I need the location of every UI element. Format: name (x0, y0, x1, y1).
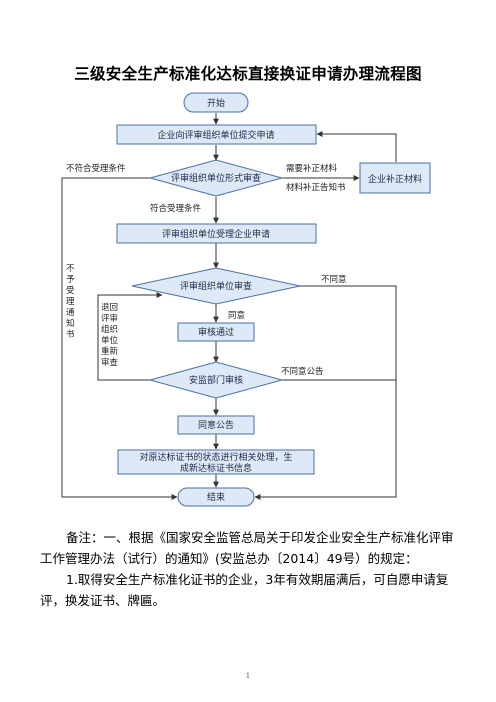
node-submit-label: 企业向评审组织单位提交申请 (157, 129, 274, 141)
flowchart: 开始 企业向评审组织单位提交申请 评审组织单位形式审查 企业补正材料 评审组织单… (61, 92, 431, 507)
label-not-meet: 不符合受理条件 (66, 163, 126, 174)
node-submit: 企业向评审组织单位提交申请 (116, 124, 317, 145)
flow-edges (61, 113, 397, 500)
node-announce: 同意公告 (177, 415, 255, 435)
label-return-line: 评审 (101, 313, 118, 324)
node-safety-review: 安监部门审核 (148, 361, 284, 399)
notes-section: 备注：一、根据《国家安全监管总局关于印发企业安全生产标准化评审工作管理办法（试行… (40, 527, 460, 611)
node-start: 开始 (183, 92, 249, 113)
label-return-line: 退回 (101, 302, 118, 313)
label-return-line: 重新 (101, 346, 119, 357)
node-passed: 审核通过 (177, 322, 255, 342)
label-not-accept-char: 受 (66, 285, 75, 296)
label-need-supplement: 需要补正材料 (286, 163, 338, 174)
node-passed-label: 审核通过 (198, 326, 234, 338)
edge-notmeet-end (61, 177, 178, 500)
label-return-line: 单位 (101, 335, 119, 346)
node-end-label: 结束 (207, 491, 225, 503)
node-form-review-label: 评审组织单位形式审查 (171, 172, 261, 184)
label-disagree: 不同意 (321, 274, 347, 285)
label-return-line: 组织 (101, 324, 118, 335)
node-supplement: 企业补正材料 (359, 162, 431, 194)
label-not-accept-char: 通 (66, 307, 75, 318)
node-org-review-label: 评审组织单位审查 (180, 280, 252, 292)
note-line-1: 备注：一、根据《国家安全监管总局关于印发企业安全生产标准化评审工作管理办法（试行… (40, 530, 454, 566)
label-not-accept-char: 书 (66, 329, 75, 340)
node-accept-label: 评审组织单位受理企业申请 (162, 228, 270, 240)
page-number: 1 (245, 672, 251, 680)
node-process-label-2: 成新达标证书信息 (180, 462, 252, 474)
label-return-line: 审查 (101, 357, 119, 368)
label-supplement-notice: 材料补正告知书 (286, 182, 346, 193)
label-return-back: 退回 评审 组织 单位 重新 审查 (101, 302, 119, 368)
label-not-accept-notice: 不 予 受 理 通 知 书 (66, 264, 75, 340)
label-meet: 符合受理条件 (150, 203, 202, 214)
label-agree: 同意 (228, 310, 245, 321)
label-not-accept-char: 知 (66, 318, 75, 329)
node-supplement-label: 企业补正材料 (368, 173, 422, 185)
node-form-review: 评审组织单位形式审查 (148, 159, 284, 197)
label-not-accept-char: 予 (66, 275, 75, 285)
edge-orgreview-disagree-end (254, 285, 397, 500)
label-disagree-announce: 不同意公告 (281, 366, 324, 377)
node-start-label: 开始 (207, 97, 225, 109)
page-title: 三级安全生产标准化达标直接换证申请办理流程图 (74, 65, 422, 83)
node-announce-label: 同意公告 (198, 419, 234, 431)
edge-labels: 不符合受理条件 需要补正材料 材料补正告知书 符合受理条件 不 予 受 理 通 … (66, 163, 347, 377)
node-safety-review-label: 安监部门审核 (189, 374, 243, 386)
note-line-2: 1.取得安全生产标准化证书的企业，3年有效期届满后，可自愿申请复评，换发证书、牌… (40, 572, 449, 608)
node-process-label-1: 对原达标证书的状态进行相关处理，生 (139, 451, 292, 463)
node-accept: 评审组织单位受理企业申请 (116, 223, 317, 244)
label-not-accept-char: 理 (66, 297, 75, 307)
node-end: 结束 (177, 487, 255, 507)
edge-safetyreview-return (97, 292, 163, 381)
edge-supplement-submit (316, 131, 397, 162)
node-process: 对原达标证书的状态进行相关处理，生 成新达标证书信息 (117, 449, 315, 475)
label-not-accept-char: 不 (66, 264, 75, 274)
node-org-review: 评审组织单位审查 (131, 267, 301, 305)
